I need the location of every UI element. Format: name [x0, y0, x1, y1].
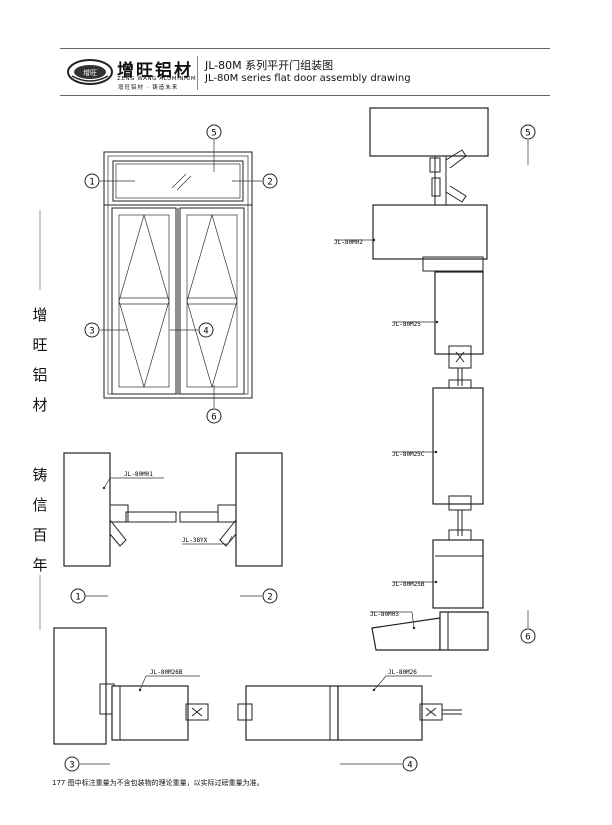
- callout-label: 1: [89, 178, 94, 188]
- callout-label: 3: [89, 327, 94, 337]
- side-char: 百: [32, 526, 48, 544]
- side-char: 增: [32, 306, 48, 324]
- header-rule-bottom: [60, 95, 550, 96]
- side-char: 铝: [32, 366, 48, 384]
- side-char: 材: [32, 396, 48, 414]
- label-80M25: JL-80M25: [392, 321, 421, 328]
- side-char: 铸: [32, 466, 48, 484]
- callout-label: 5: [211, 129, 216, 139]
- footnote: 177 图中标注重量为不含包装物的理论重量，以实际过磅重量为准。: [52, 779, 264, 787]
- callout-1-section: 1: [70, 588, 86, 604]
- label-80M01: JL-80M01: [124, 471, 153, 478]
- callout-label: 4: [203, 327, 208, 337]
- callout-5-elev: 5: [206, 124, 222, 140]
- side-char: 年: [32, 556, 48, 574]
- callout-label: 2: [267, 593, 272, 603]
- vertical-section-leaders: [334, 140, 529, 630]
- header-rule-top: [60, 48, 550, 49]
- callout-label: 6: [211, 413, 216, 423]
- drawing-title-en: JL-80M series flat door assembly drawing: [205, 73, 411, 84]
- side-char: 旺: [32, 336, 48, 354]
- callout-6-section: 6: [520, 628, 536, 644]
- callout-label: 5: [525, 129, 530, 139]
- label-38YX: JL-38YX: [182, 537, 208, 544]
- section-1-2: [63, 452, 283, 567]
- callout-3-section: 3: [64, 756, 80, 772]
- drawing-title-cn: JL-80M 系列平开门组装图: [205, 59, 334, 72]
- brand-slogan: 增旺铝材 · 铸造未来: [118, 85, 179, 91]
- callout-label: 3: [69, 761, 74, 771]
- label-80M02: JL-80M02: [334, 239, 363, 246]
- brand-name: 增旺铝材: [117, 61, 193, 81]
- label-80M25C: JL-80M25C: [392, 451, 425, 458]
- side-char: 信: [32, 496, 48, 514]
- side-rule: [39, 210, 41, 630]
- side-slogan: 增 旺 铝 材 铸 信 百 年: [28, 300, 52, 580]
- callout-5-section: 5: [520, 124, 536, 140]
- callout-2-section: 2: [262, 588, 278, 604]
- callout-3-elev: 3: [84, 322, 100, 338]
- callout-label: 2: [267, 178, 272, 188]
- callout-label: 1: [75, 593, 80, 603]
- brand-logo: 增旺: [67, 59, 113, 85]
- label-80M25B: JL-80M25B: [392, 581, 425, 588]
- header-divider: [197, 56, 198, 90]
- callout-2-elev: 2: [262, 173, 278, 189]
- callout-label: 6: [525, 633, 530, 643]
- elevation-leaders: [100, 140, 262, 408]
- brand-logo-text: 增旺: [83, 68, 97, 77]
- label-80M03: JL-80M03: [370, 611, 399, 618]
- callout-4-elev: 4: [198, 322, 214, 338]
- section-3-4-leaders: [80, 675, 432, 765]
- vertical-section: [369, 107, 489, 651]
- label-80M26: JL-80M26: [388, 669, 417, 676]
- callout-1-elev: 1: [84, 173, 100, 189]
- callout-4-section: 4: [402, 756, 418, 772]
- section-3-4: [53, 627, 462, 745]
- callout-6-elev: 6: [206, 408, 222, 424]
- callout-label: 4: [407, 761, 412, 771]
- label-80M26B: JL-80M26B: [150, 669, 183, 676]
- brand-name-en: ZENG WANG ALUMINIUM: [117, 76, 197, 82]
- door-elevation: [103, 151, 253, 399]
